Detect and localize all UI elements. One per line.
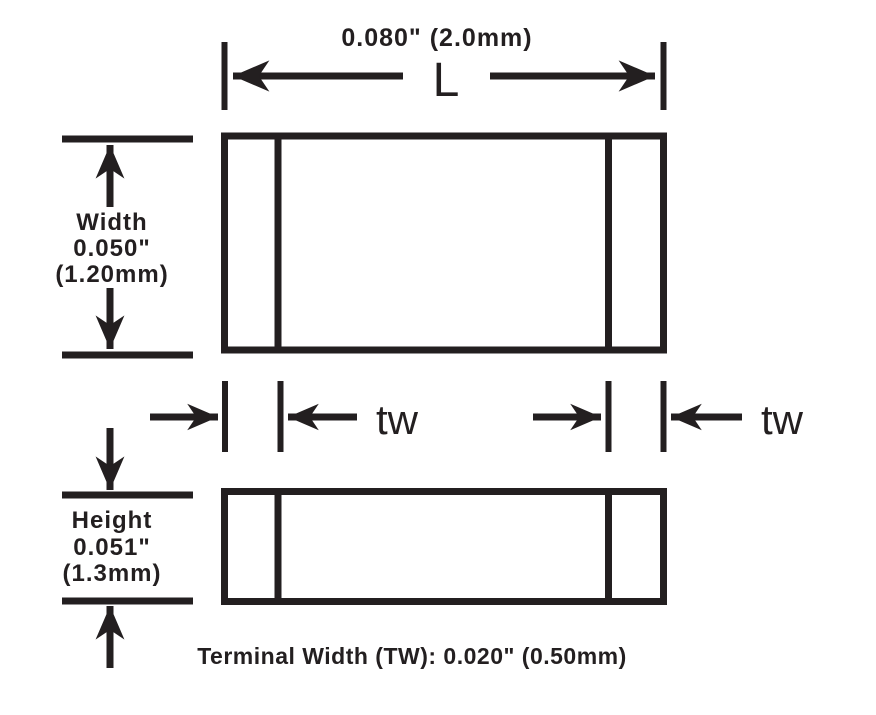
- length-symbol-label: L: [433, 54, 460, 107]
- component-body-side-view: [221, 488, 667, 605]
- length-value-label: 0.080" (2.0mm): [341, 24, 532, 52]
- terminal-width-note: Terminal Width (TW): 0.020" (0.50mm): [197, 643, 627, 669]
- tw-left-label: tw: [376, 396, 419, 443]
- component-top-view: [221, 132, 667, 354]
- width-label: Width: [76, 209, 147, 236]
- length-dimension: 0.080" (2.0mm) L: [221, 24, 667, 110]
- component-side-view: [221, 488, 667, 605]
- tw-right-label: tw: [761, 396, 804, 443]
- terminal-width-dimension-right: tw: [533, 381, 804, 452]
- width-value-inches: 0.050": [73, 235, 150, 262]
- height-value-mm: (1.3mm): [62, 560, 161, 587]
- component-body-top-view: [221, 132, 667, 354]
- height-label: Height: [72, 507, 153, 534]
- height-value-inches: 0.051": [73, 534, 150, 561]
- height-dimension: Height 0.051" (1.3mm): [62, 428, 193, 668]
- width-dimension: Width 0.050" (1.20mm): [55, 135, 193, 359]
- width-value-mm: (1.20mm): [55, 261, 168, 288]
- terminal-width-dimension-left: tw: [150, 381, 419, 452]
